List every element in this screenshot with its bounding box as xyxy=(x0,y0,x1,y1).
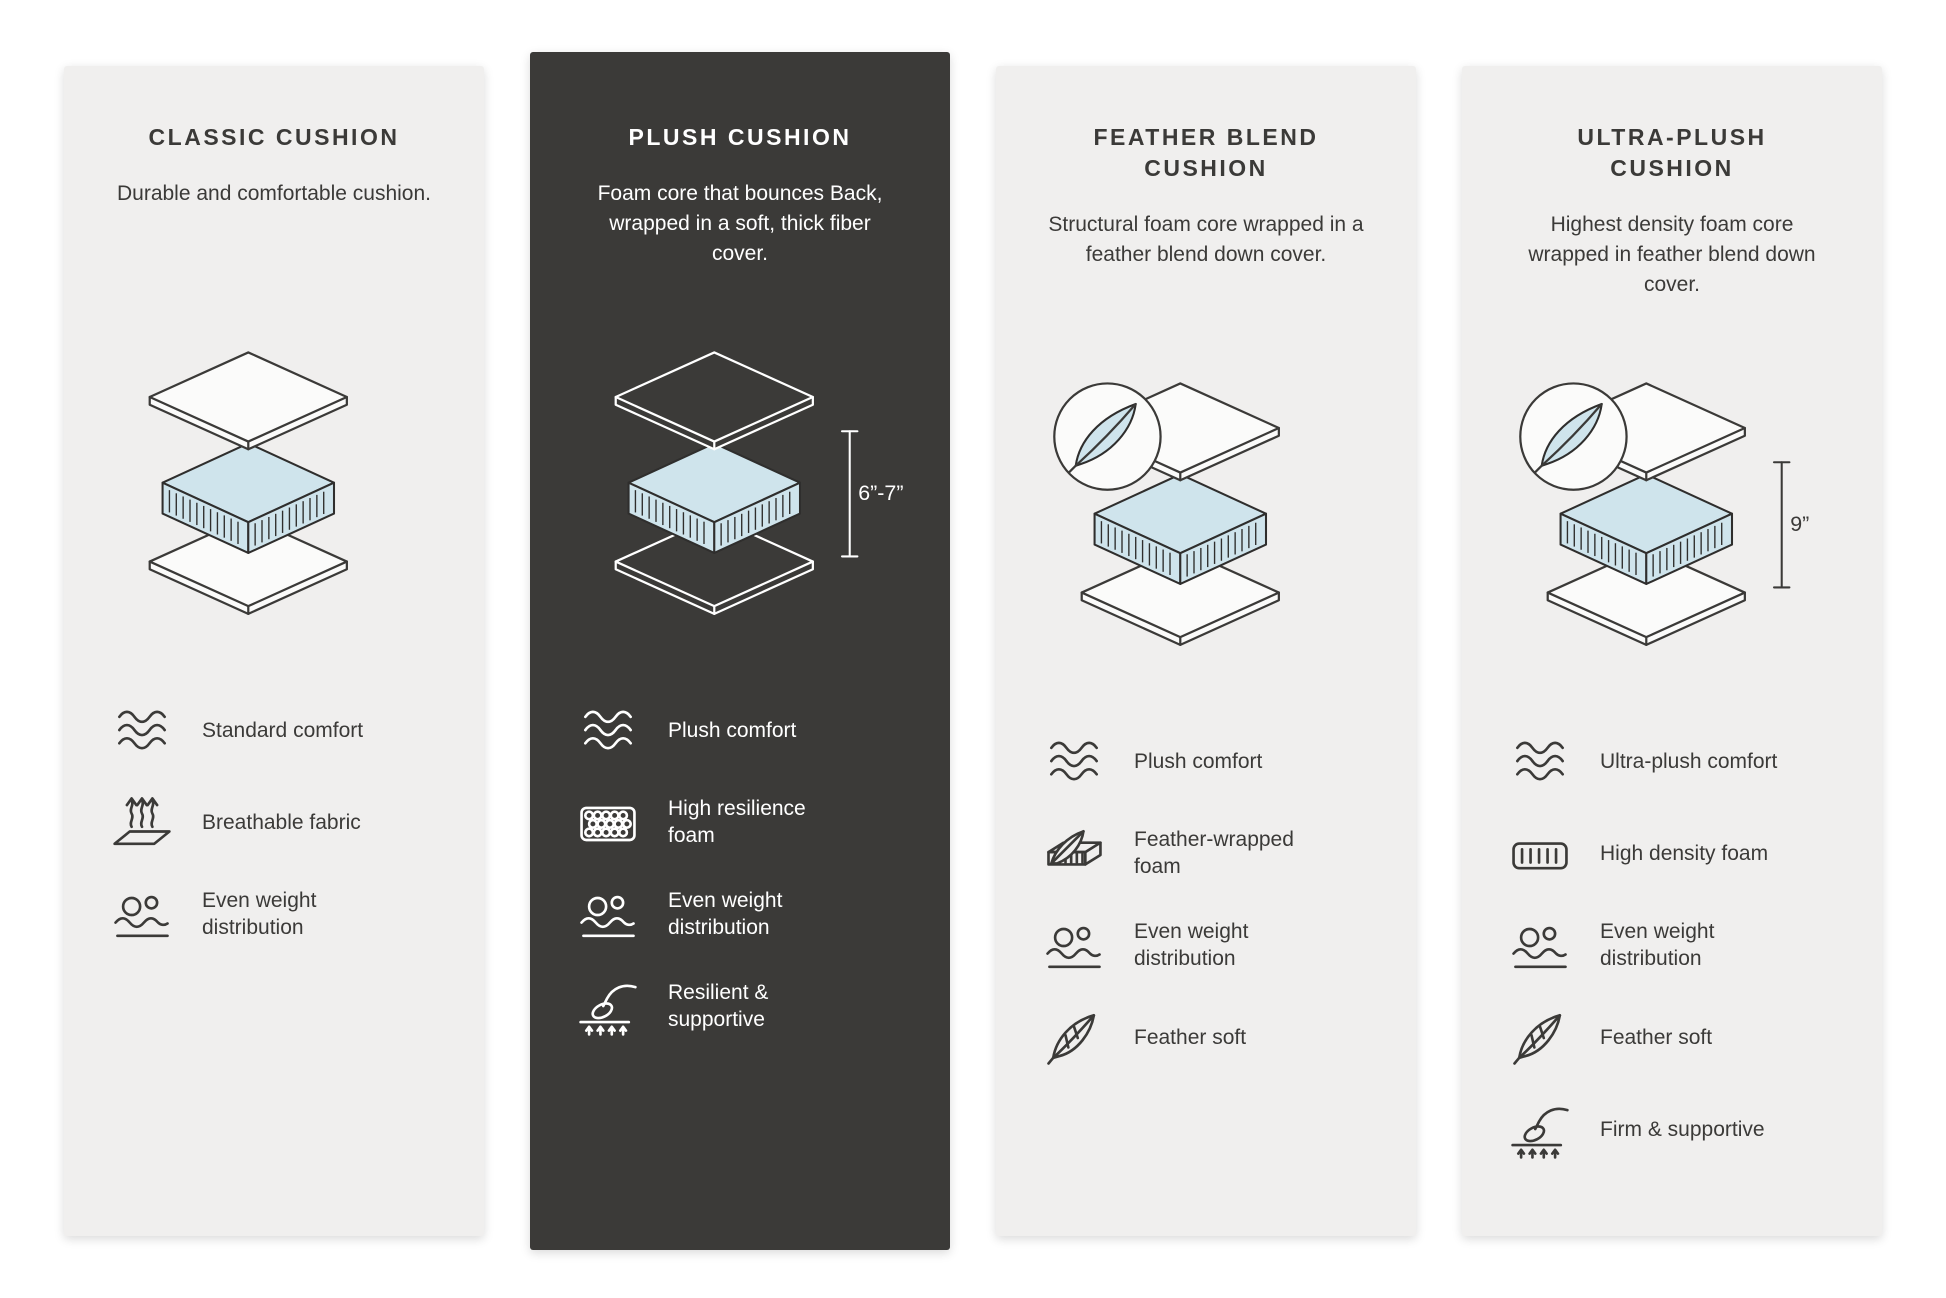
density-foam-icon xyxy=(1506,820,1574,888)
feature-item: Feather soft xyxy=(1040,1004,1386,1072)
wave-comfort-icon xyxy=(1506,728,1574,796)
feature-label: Feather-wrapped foam xyxy=(1134,828,1294,879)
cushion-illustration: 6”-7” xyxy=(560,303,920,663)
feature-label: Standard comfort xyxy=(202,718,364,742)
cushion-comparison-infographic: CLASSIC CUSHION Durable and comfortable … xyxy=(64,52,1882,1250)
feature-item: High density foam xyxy=(1506,820,1852,888)
card-description: Highest density foam core wrapped in fea… xyxy=(1528,213,1816,296)
wave-comfort-icon xyxy=(574,697,642,765)
card-title: ULTRA-PLUSH CUSHION xyxy=(1577,124,1767,182)
feature-label: Even weight distribution xyxy=(668,889,783,940)
feature-label: Even weight distribution xyxy=(1134,920,1249,971)
feature-list: Ultra-plush comfort High density foam Ev… xyxy=(1492,728,1852,1164)
feature-item: High resilience foam xyxy=(574,789,920,857)
feather-icon xyxy=(1506,1004,1574,1072)
top-cover-layer xyxy=(614,351,814,451)
height-measurement: 9” xyxy=(1772,461,1809,589)
card-description: Foam core that bounces Back, wrapped in … xyxy=(597,182,883,265)
cushion-card: PLUSH CUSHION Foam core that bounces Bac… xyxy=(530,52,950,1250)
foam-hatch xyxy=(1566,521,1723,577)
foam-hatch xyxy=(1100,521,1257,577)
feature-item: Even weight distribution xyxy=(1506,912,1852,980)
weight-distribution-icon xyxy=(108,881,176,949)
feature-label: Even weight distribution xyxy=(202,889,317,940)
feature-label: Plush comfort xyxy=(1134,749,1263,773)
card-title: CLASSIC CUSHION xyxy=(148,124,400,150)
feature-item: Plush comfort xyxy=(1040,728,1386,796)
cushion-layers-diagram: 6”-7” xyxy=(614,351,903,616)
resilience-foam-icon xyxy=(574,789,642,857)
measurement-label: 6”-7” xyxy=(858,481,903,505)
feature-list: Standard comfort Breathable fabric Even … xyxy=(94,697,454,949)
feather-badge-icon xyxy=(1053,382,1162,492)
cushion-layers-diagram: 9” xyxy=(1519,382,1809,647)
weight-distribution-icon xyxy=(1040,912,1108,980)
cushion-layers-diagram xyxy=(148,351,348,616)
feature-item: Standard comfort xyxy=(108,697,454,765)
cushion-card: FEATHER BLEND CUSHION Structural foam co… xyxy=(996,66,1416,1236)
top-cover-layer xyxy=(148,351,348,451)
cushion-card: ULTRA-PLUSH CUSHION Highest density foam… xyxy=(1462,66,1882,1236)
cushion-illustration xyxy=(94,303,454,663)
bottom-cover-layer xyxy=(1546,547,1746,647)
feature-item: Even weight distribution xyxy=(1040,912,1386,980)
cushion-layers-diagram xyxy=(1053,382,1280,647)
feature-label: Feather soft xyxy=(1134,1025,1247,1049)
feature-item: Feather soft xyxy=(1506,1004,1852,1072)
feather-badge-icon xyxy=(1519,382,1628,492)
feature-list: Plush comfort High resilience foam Even … xyxy=(560,697,920,1041)
bottom-cover-layer xyxy=(1080,547,1280,647)
card-title: FEATHER BLEND CUSHION xyxy=(1093,124,1319,182)
card-description: Structural foam core wrapped in a feathe… xyxy=(1048,213,1364,266)
height-measurement: 6”-7” xyxy=(840,430,903,558)
feature-label: Even weight distribution xyxy=(1600,920,1715,971)
feature-label: Breathable fabric xyxy=(202,810,361,834)
foam-core-layer xyxy=(1559,473,1734,586)
feather-icon xyxy=(1040,1004,1108,1072)
feature-item: Firm & supportive xyxy=(1506,1096,1852,1164)
foam-hatch xyxy=(168,490,325,546)
feature-label: Resilient & supportive xyxy=(668,981,769,1032)
feature-item: Plush comfort xyxy=(574,697,920,765)
feather-foam-icon xyxy=(1040,820,1108,888)
wave-comfort-icon xyxy=(108,697,176,765)
hand-support-icon xyxy=(1506,1096,1574,1164)
feature-label: Plush comfort xyxy=(668,718,797,742)
feature-label: Firm & supportive xyxy=(1600,1117,1765,1141)
foam-core-layer xyxy=(161,442,336,555)
feature-item: Breathable fabric xyxy=(108,789,454,857)
feature-item: Even weight distribution xyxy=(108,881,454,949)
weight-distribution-icon xyxy=(574,881,642,949)
weight-distribution-icon xyxy=(1506,912,1574,980)
breathable-fabric-icon xyxy=(108,789,176,857)
feature-item: Feather-wrapped foam xyxy=(1040,820,1386,888)
hand-support-icon xyxy=(574,973,642,1041)
feature-label: Feather soft xyxy=(1600,1025,1713,1049)
feature-item: Resilient & supportive xyxy=(574,973,920,1041)
feature-label: High density foam xyxy=(1600,841,1769,865)
foam-hatch xyxy=(634,490,791,546)
wave-comfort-icon xyxy=(1040,728,1108,796)
feature-item: Even weight distribution xyxy=(574,881,920,949)
cushion-card: CLASSIC CUSHION Durable and comfortable … xyxy=(64,66,484,1236)
measurement-label: 9” xyxy=(1790,512,1809,536)
cushion-illustration xyxy=(1026,334,1386,694)
foam-core-layer xyxy=(627,442,802,555)
card-title: PLUSH CUSHION xyxy=(628,124,852,150)
cushion-illustration: 9” xyxy=(1492,334,1852,694)
card-description: Durable and comfortable cushion. xyxy=(116,182,431,206)
feature-label: High resilience foam xyxy=(668,797,806,848)
feature-list: Plush comfort Feather-wrapped foam Even … xyxy=(1026,728,1386,1072)
foam-core-layer xyxy=(1093,473,1268,586)
feature-label: Ultra-plush comfort xyxy=(1600,749,1778,773)
feature-item: Ultra-plush comfort xyxy=(1506,728,1852,796)
